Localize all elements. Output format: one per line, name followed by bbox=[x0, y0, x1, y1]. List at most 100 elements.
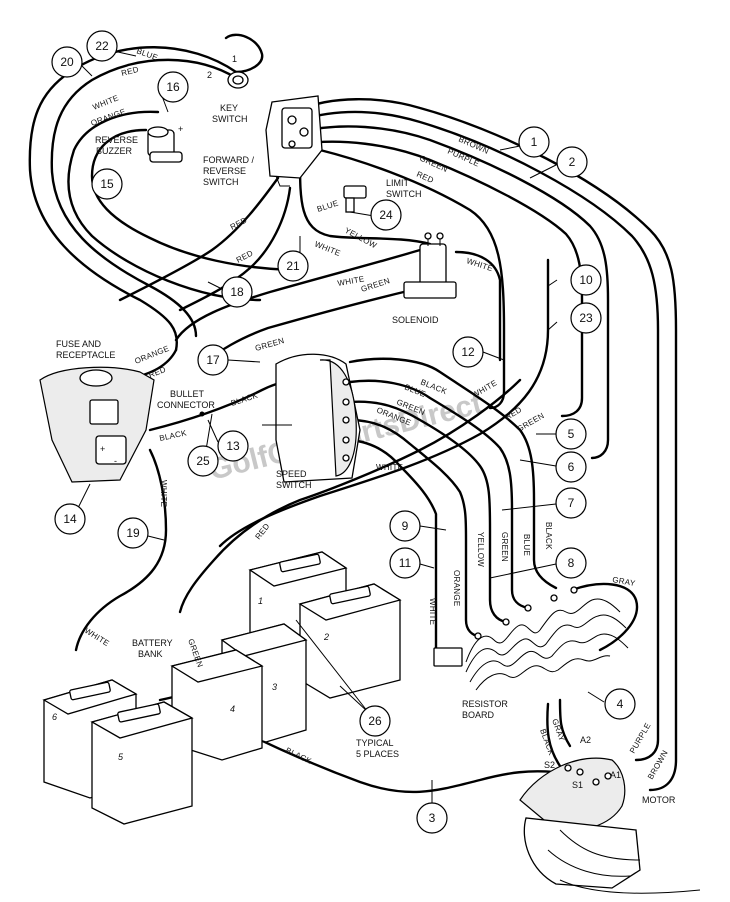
wire-label-white-solenoid: WHITE bbox=[465, 256, 494, 273]
svg-text:15: 15 bbox=[100, 177, 114, 191]
terminal-a2: A2 bbox=[580, 735, 591, 745]
terminal-s2: S2 bbox=[544, 760, 555, 770]
wire-label-red-speed: RED bbox=[504, 405, 524, 422]
callout-20: 20 bbox=[51, 46, 83, 78]
svg-text:13: 13 bbox=[226, 439, 240, 453]
battery-1: 1 bbox=[258, 596, 263, 606]
callout-15: 15 bbox=[91, 168, 123, 200]
callout-19: 19 bbox=[117, 517, 149, 549]
wires bbox=[28, 33, 678, 794]
callout-5: 5 bbox=[555, 418, 587, 450]
svg-text:7: 7 bbox=[568, 496, 575, 510]
wire-label-black-motor: BLACK bbox=[538, 728, 556, 757]
bullet-connector bbox=[199, 411, 205, 417]
wire-label-green-resistor: GREEN bbox=[500, 532, 509, 562]
callout-2: 2 bbox=[556, 146, 588, 178]
callout-13: 13 bbox=[217, 430, 249, 462]
svg-text:11: 11 bbox=[399, 556, 412, 570]
svg-text:2: 2 bbox=[569, 155, 576, 169]
battery-5: 5 bbox=[118, 752, 124, 762]
callout-24: 24 bbox=[370, 199, 402, 231]
fuse-receptacle: + - bbox=[39, 366, 155, 483]
svg-text:-: - bbox=[114, 456, 117, 466]
svg-text:18: 18 bbox=[230, 285, 244, 299]
svg-text:21: 21 bbox=[286, 259, 300, 273]
svg-text:9: 9 bbox=[402, 519, 409, 533]
resistor-board bbox=[433, 586, 629, 691]
svg-text:3: 3 bbox=[429, 811, 436, 825]
wire-label-red-fuse: RED bbox=[147, 365, 167, 380]
wire-label-blue-limit: BLUE bbox=[316, 199, 340, 214]
svg-text:14: 14 bbox=[63, 512, 77, 526]
wire-label-green-harness: GREEN bbox=[360, 276, 391, 294]
callout-10: 10 bbox=[570, 264, 602, 296]
svg-text:4: 4 bbox=[617, 697, 624, 711]
key-switch-terminal-1: 1 bbox=[232, 54, 237, 64]
svg-text:12: 12 bbox=[461, 345, 475, 359]
callout-22: 22 bbox=[86, 30, 118, 62]
callout-16: 16 bbox=[157, 71, 189, 103]
svg-text:24: 24 bbox=[379, 208, 393, 222]
callout-14: 14 bbox=[54, 503, 86, 535]
svg-text:8: 8 bbox=[568, 556, 575, 570]
battery-bank bbox=[42, 551, 402, 825]
battery-2: 2 bbox=[323, 632, 329, 642]
wire-label-gray-motor: GRAY bbox=[550, 718, 567, 743]
motor-label: MOTOR bbox=[642, 795, 676, 805]
reverse-buzzer: - + bbox=[138, 124, 183, 163]
wire-label-gray-resistor: GRAY bbox=[612, 575, 637, 588]
battery-4: 4 bbox=[230, 704, 235, 714]
wire-label-blue-resistor: BLUE bbox=[522, 534, 531, 556]
callout-3: 3 bbox=[416, 802, 448, 834]
callout-21: 21 bbox=[277, 250, 309, 282]
callout-26: 26 bbox=[359, 705, 391, 737]
callout-18: 18 bbox=[221, 276, 253, 308]
wire-label-white-center: WHITE bbox=[313, 240, 342, 259]
callout-12: 12 bbox=[452, 336, 484, 368]
wire-label-black-fuse: BLACK bbox=[159, 428, 188, 443]
motor bbox=[519, 757, 701, 894]
wire-label-purple-motor: PURPLE bbox=[628, 721, 653, 755]
callout-1: 1 bbox=[518, 126, 550, 158]
svg-text:16: 16 bbox=[166, 80, 180, 94]
svg-text:10: 10 bbox=[579, 273, 593, 287]
battery-3: 3 bbox=[272, 682, 277, 692]
battery-6: 6 bbox=[52, 712, 57, 722]
svg-text:23: 23 bbox=[579, 311, 593, 325]
svg-text:6: 6 bbox=[568, 460, 575, 474]
speed-switch bbox=[262, 353, 361, 483]
wire-label-red-battery: RED bbox=[253, 522, 271, 542]
wire-label-white-19: WHITE bbox=[159, 480, 168, 507]
svg-text:20: 20 bbox=[60, 55, 74, 69]
svg-text:25: 25 bbox=[196, 454, 210, 468]
callout-11: 11 bbox=[389, 547, 421, 579]
svg-text:26: 26 bbox=[368, 714, 382, 728]
buzzer-neg: - bbox=[138, 124, 141, 134]
wire-label-black-resistor: BLACK bbox=[544, 522, 553, 550]
wire-label-white-speed: WHITE bbox=[471, 378, 499, 399]
svg-text:5: 5 bbox=[568, 427, 575, 441]
terminal-a1: A1 bbox=[610, 770, 621, 780]
callouts: 1 2 3 4 5 6 7 8 9 10 11 12 13 14 15 16 1… bbox=[51, 30, 636, 834]
callout-9: 9 bbox=[389, 510, 421, 542]
wire-label-brown-motor: BROWN bbox=[646, 749, 670, 781]
wire-label-yellow-resistor: YELLOW bbox=[476, 532, 485, 567]
svg-text:17: 17 bbox=[206, 353, 220, 367]
wire-label-white-resistor: WHITE bbox=[428, 598, 437, 625]
svg-text:+: + bbox=[100, 444, 105, 454]
callout-25: 25 bbox=[187, 445, 219, 477]
callout-8: 8 bbox=[555, 547, 587, 579]
solenoid-label: SOLENOID bbox=[392, 315, 439, 325]
svg-text:22: 22 bbox=[95, 39, 109, 53]
callout-23: 23 bbox=[570, 302, 602, 334]
key-switch: 2 1 bbox=[207, 54, 249, 89]
